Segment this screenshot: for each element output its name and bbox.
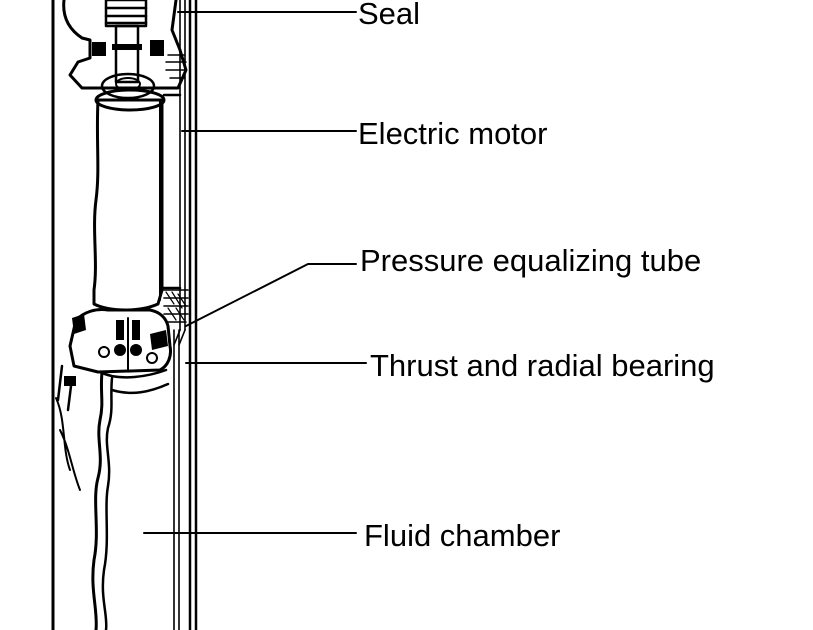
thrust-bearing-label: Thrust and radial bearing xyxy=(370,348,715,383)
pressure-tube-leader xyxy=(185,263,357,327)
electric-motor-body xyxy=(92,88,189,323)
seal-label: Seal xyxy=(358,0,420,31)
fluid-chamber-label: Fluid chamber xyxy=(364,518,560,553)
leader-lines xyxy=(143,11,367,534)
pressure-tube-label: Pressure equalizing tube xyxy=(360,243,701,278)
fluid-chamber-drawing xyxy=(55,368,170,630)
electric-motor-label: Electric motor xyxy=(358,116,547,151)
seal-assembly xyxy=(62,0,188,100)
outer-housing xyxy=(51,0,198,630)
labels: Seal Electric motor Pressure equalizing … xyxy=(358,0,715,553)
thrust-bearing-assembly xyxy=(56,308,172,412)
